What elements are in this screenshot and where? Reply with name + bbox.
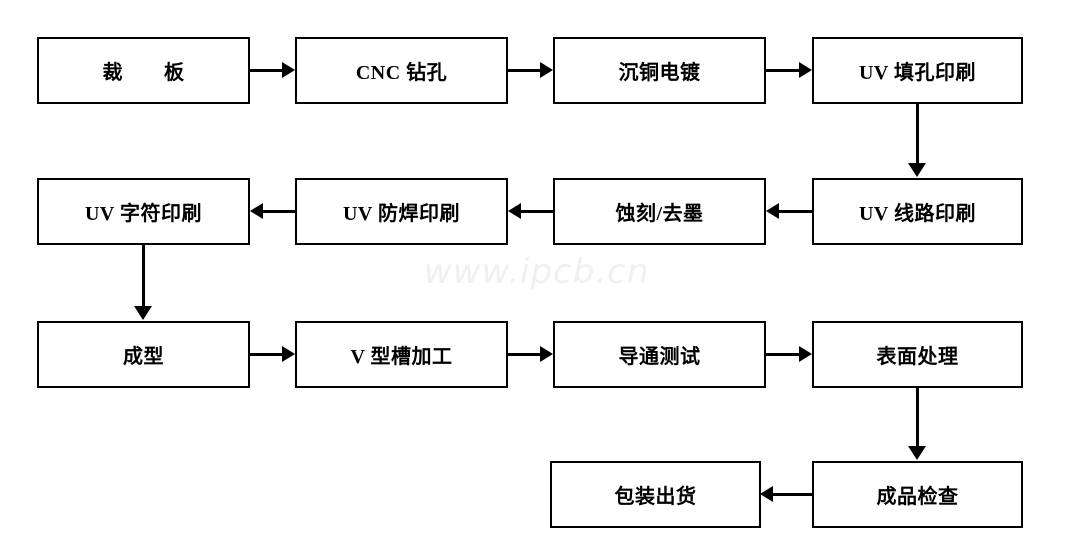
edge-n3-n4-line xyxy=(766,69,799,72)
edge-n9-n10-line xyxy=(250,353,282,356)
edge-n7-n8-line xyxy=(263,210,295,213)
edge-n6-n7-arrowhead xyxy=(508,203,521,219)
node-cnc-drilling[interactable]: CNC 钻孔 xyxy=(295,37,508,104)
node-surface-finish[interactable]: 表面处理 xyxy=(812,321,1023,388)
node-uv-circuit-printing[interactable]: UV 线路印刷 xyxy=(812,178,1023,245)
node-routing-profiling[interactable]: 成型 xyxy=(37,321,250,388)
edge-n13-n14-arrowhead xyxy=(760,486,773,502)
node-etching-stripping[interactable]: 蚀刻/去墨 xyxy=(553,178,766,245)
edge-n11-n12-arrowhead xyxy=(799,346,812,362)
edge-n8-n9-line xyxy=(142,245,145,307)
edge-n13-n14-line xyxy=(773,493,812,496)
edge-n3-n4-arrowhead xyxy=(799,62,812,78)
edge-n5-n6-arrowhead xyxy=(766,203,779,219)
node-final-inspection[interactable]: 成品检查 xyxy=(812,461,1023,528)
node-continuity-test[interactable]: 导通测试 xyxy=(553,321,766,388)
node-uv-solder-mask-printing[interactable]: UV 防焊印刷 xyxy=(295,178,508,245)
edge-n10-n11-line xyxy=(508,353,540,356)
node-copper-deposition-plating[interactable]: 沉铜电镀 xyxy=(553,37,766,104)
node-v-cut-processing[interactable]: V 型槽加工 xyxy=(295,321,508,388)
node-uv-legend-printing[interactable]: UV 字符印刷 xyxy=(37,178,250,245)
edge-n2-n3-line xyxy=(508,69,540,72)
edge-n11-n12-line xyxy=(766,353,799,356)
edge-n7-n8-arrowhead xyxy=(250,203,263,219)
edge-n2-n3-arrowhead xyxy=(540,62,553,78)
edge-n1-n2-line xyxy=(250,69,282,72)
edge-n12-n13-line xyxy=(916,388,919,447)
edge-n10-n11-arrowhead xyxy=(540,346,553,362)
edge-n9-n10-arrowhead xyxy=(282,346,295,362)
edge-n4-n5-arrowhead xyxy=(908,163,926,177)
edge-n12-n13-arrowhead xyxy=(908,446,926,460)
edge-n6-n7-line xyxy=(521,210,553,213)
edge-n8-n9-arrowhead xyxy=(134,306,152,320)
node-cut-board[interactable]: 裁 板 xyxy=(37,37,250,104)
edge-n1-n2-arrowhead xyxy=(282,62,295,78)
edge-n5-n6-line xyxy=(779,210,812,213)
node-uv-hole-fill-printing[interactable]: UV 填孔印刷 xyxy=(812,37,1023,104)
node-packing-shipment[interactable]: 包装出货 xyxy=(550,461,761,528)
watermark-text: www.ipcb.cn xyxy=(424,252,650,292)
edge-n4-n5-line xyxy=(916,104,919,164)
